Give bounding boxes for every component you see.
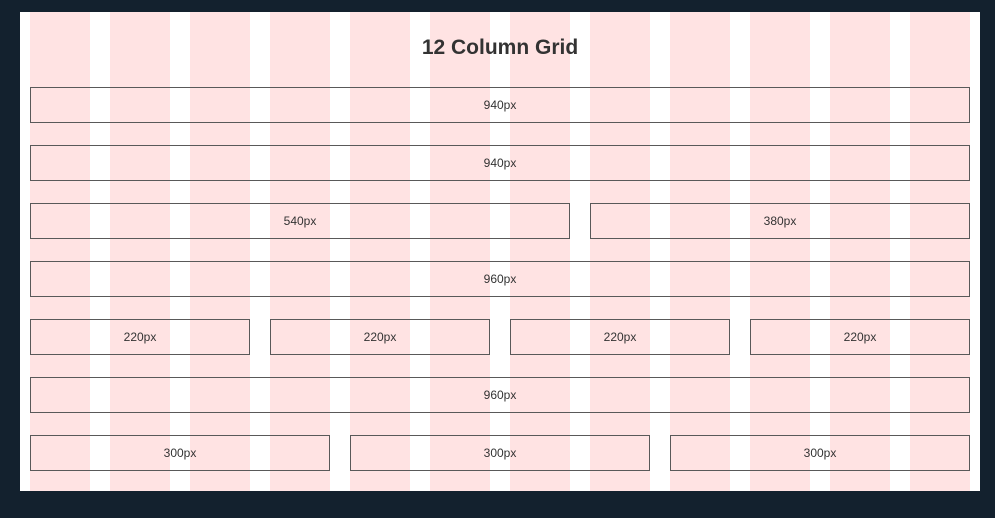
grid-row: 960px: [30, 261, 970, 297]
grid-box: 220px: [510, 319, 730, 355]
grid-row: 940px: [30, 145, 970, 181]
grid-box: 300px: [350, 435, 650, 471]
grid-box: 300px: [670, 435, 970, 471]
grid-row: 300px 300px 300px: [30, 435, 970, 471]
grid-row: 540px 380px: [30, 203, 970, 239]
grid-box: 960px: [30, 261, 970, 297]
grid-box: 540px: [30, 203, 570, 239]
grid-box: 940px: [30, 145, 970, 181]
grid-box: 960px: [30, 377, 970, 413]
app-frame: { "page": { "title": "12 Column Grid" },…: [0, 12, 995, 518]
grid-box: 300px: [30, 435, 330, 471]
grid-row: 220px 220px 220px 220px: [30, 319, 970, 355]
grid-box: 220px: [270, 319, 490, 355]
grid-row: 940px: [30, 87, 970, 123]
grid-box: 380px: [590, 203, 970, 239]
grid-row: 960px: [30, 377, 970, 413]
grid-box: 220px: [30, 319, 250, 355]
grid-box: 220px: [750, 319, 970, 355]
page-content: 12 Column Grid 940px 940px 540px 380px 960px…: [20, 12, 980, 471]
page-title: 12 Column Grid: [421, 36, 579, 59]
grid-demo-page: 12 Column Grid 940px 940px 540px 380px 960px…: [20, 12, 980, 491]
grid-box: 940px: [30, 87, 970, 123]
